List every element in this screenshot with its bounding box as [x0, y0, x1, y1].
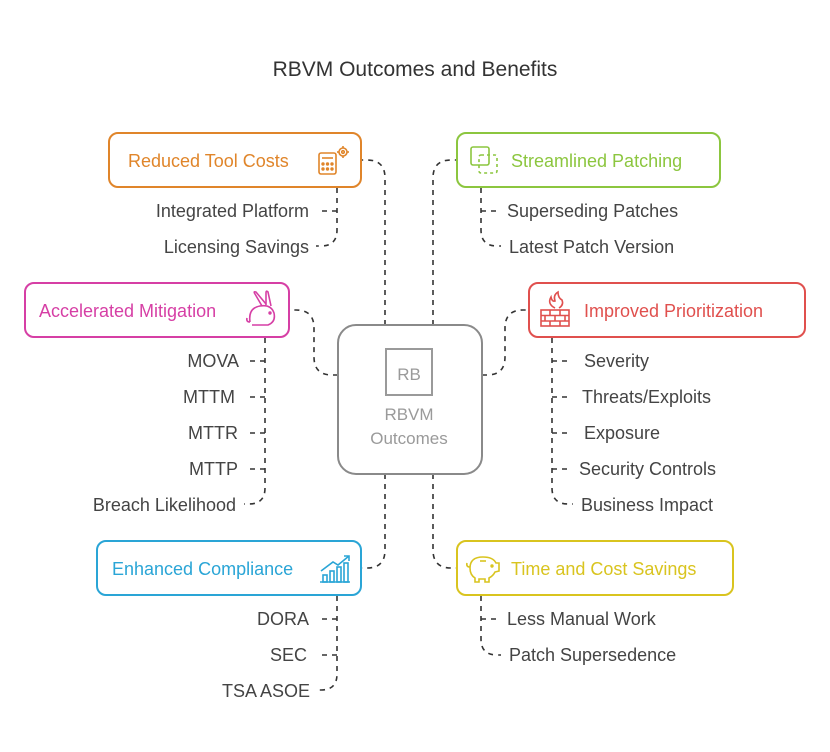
connector-reduced-tool-costs — [362, 159, 386, 325]
list-item: Exposure — [584, 423, 660, 443]
list-item: Patch Supersedence — [509, 645, 676, 665]
branch-time-and-cost-savings: Time and Cost Savings Less Manual Work P… — [456, 540, 734, 665]
center-label-line1: RBVM — [384, 405, 433, 424]
list-item: Licensing Savings — [164, 237, 309, 257]
list-item: MTTR — [188, 423, 238, 443]
connector-improved-prioritization — [482, 309, 529, 376]
list-item: TSA ASOE — [222, 681, 310, 701]
list-item: Security Controls — [579, 459, 716, 479]
center-connectors — [290, 159, 529, 569]
connector-time-and-cost-savings — [432, 474, 458, 569]
list-item: SEC — [270, 645, 307, 665]
calculator-gear-icon — [318, 146, 349, 175]
connector-enhanced-compliance — [362, 474, 386, 569]
rising-chart-icon — [320, 555, 350, 583]
diagram-title: RBVM Outcomes and Benefits — [273, 58, 558, 81]
firewall-icon — [540, 290, 570, 327]
list-item: Breach Likelihood — [93, 495, 236, 515]
branch-reduced-tool-costs: Reduced Tool Costs Integrated Platform L… — [108, 132, 362, 257]
rb-badge-text: RB — [397, 365, 421, 384]
rb-badge-icon: RB — [385, 348, 433, 396]
connector-streamlined-patching — [432, 159, 458, 325]
list-item: MOVA — [187, 351, 239, 371]
rabbit-icon — [246, 290, 276, 326]
item-connectors — [244, 188, 573, 691]
list-item: MTTP — [189, 459, 238, 479]
list-item: MTTM — [183, 387, 235, 407]
branch-label: Improved Prioritization — [584, 301, 763, 321]
dashed-squares-icon — [470, 146, 498, 174]
list-item: Business Impact — [581, 495, 713, 515]
list-item: Threats/Exploits — [582, 387, 711, 407]
center-node: RB RBVM Outcomes — [337, 324, 483, 475]
branch-accelerated-mitigation: Accelerated Mitigation MOVA MTTM MTTR MT… — [24, 282, 290, 515]
branch-label: Accelerated Mitigation — [39, 301, 216, 321]
branch-label: Time and Cost Savings — [511, 559, 696, 579]
center-label-line2: Outcomes — [370, 429, 447, 448]
branch-label: Enhanced Compliance — [112, 559, 293, 579]
list-item: Integrated Platform — [156, 201, 309, 221]
list-item: Severity — [584, 351, 649, 371]
branch-enhanced-compliance: Enhanced Compliance DORA SEC TSA ASOE — [96, 540, 362, 701]
connector-accelerated-mitigation — [290, 309, 338, 376]
branch-label: Reduced Tool Costs — [128, 151, 289, 171]
list-item: Less Manual Work — [507, 609, 657, 629]
list-item: Superseding Patches — [507, 201, 678, 221]
list-item: DORA — [257, 609, 309, 629]
branch-streamlined-patching: Streamlined Patching Superseding Patches… — [456, 132, 721, 257]
piggy-bank-icon — [466, 556, 500, 583]
branch-label: Streamlined Patching — [511, 151, 682, 171]
branch-improved-prioritization: Improved Prioritization Severity Threats… — [528, 282, 806, 515]
list-item: Latest Patch Version — [509, 237, 674, 257]
